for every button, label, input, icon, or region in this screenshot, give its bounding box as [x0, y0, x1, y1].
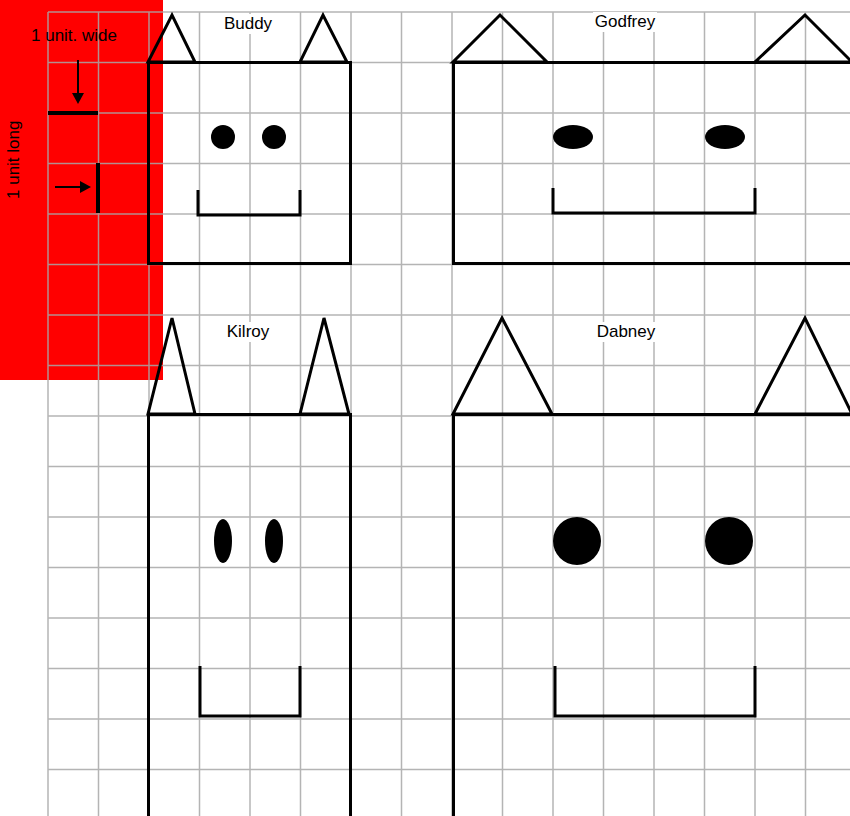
ear: [148, 318, 195, 414]
grid-line: [48, 314, 850, 316]
grid-line: [48, 567, 850, 569]
eye: [705, 517, 753, 565]
ear: [453, 15, 547, 62]
eye: [705, 125, 745, 149]
eye: [262, 125, 286, 149]
eye: [265, 519, 283, 563]
face-name: Kilroy: [225, 322, 272, 342]
eye: [214, 519, 232, 563]
grid-line: [48, 617, 850, 619]
eye: [553, 517, 601, 565]
face-box: Buddy: [147, 61, 352, 265]
mouth: [555, 666, 755, 716]
face-name: Dabney: [595, 322, 658, 342]
ear: [300, 318, 349, 414]
ear: [453, 318, 552, 414]
mouth: [200, 666, 300, 716]
pointer-arrow: [77, 60, 79, 95]
unit-width-bar: [48, 111, 98, 115]
unit-length-bar: [96, 163, 100, 213]
face-box: Kilroy: [147, 413, 352, 816]
ear: [148, 15, 195, 62]
grid-line: [48, 718, 850, 720]
ear: [755, 318, 850, 414]
face-name: Buddy: [222, 14, 274, 34]
unit-width-label: 1 unit. wide: [31, 26, 117, 46]
grid-line: [48, 668, 850, 670]
face-box: Dabney: [452, 413, 850, 816]
mouth: [553, 188, 755, 213]
grid-line: [48, 466, 850, 468]
face-name: Godfrey: [593, 12, 657, 32]
grid-line: [48, 112, 850, 114]
unit-length-label: 1 unit long: [4, 121, 24, 199]
eye: [553, 125, 593, 149]
arrow-head: [72, 93, 84, 104]
grid-line: [47, 12, 49, 816]
pointer-arrow: [55, 186, 82, 188]
grid-line: [48, 11, 850, 13]
ear: [300, 15, 347, 62]
grid-line: [401, 12, 403, 816]
face-box: Godfrey: [452, 61, 850, 265]
eye: [211, 125, 235, 149]
red-panel: [0, 0, 163, 380]
ear: [755, 15, 850, 62]
grid-line: [48, 163, 850, 165]
arrow-head: [80, 181, 91, 193]
grid-line: [48, 365, 850, 367]
mouth: [198, 190, 300, 215]
grid-line: [98, 12, 100, 816]
grid-line: [48, 769, 850, 771]
